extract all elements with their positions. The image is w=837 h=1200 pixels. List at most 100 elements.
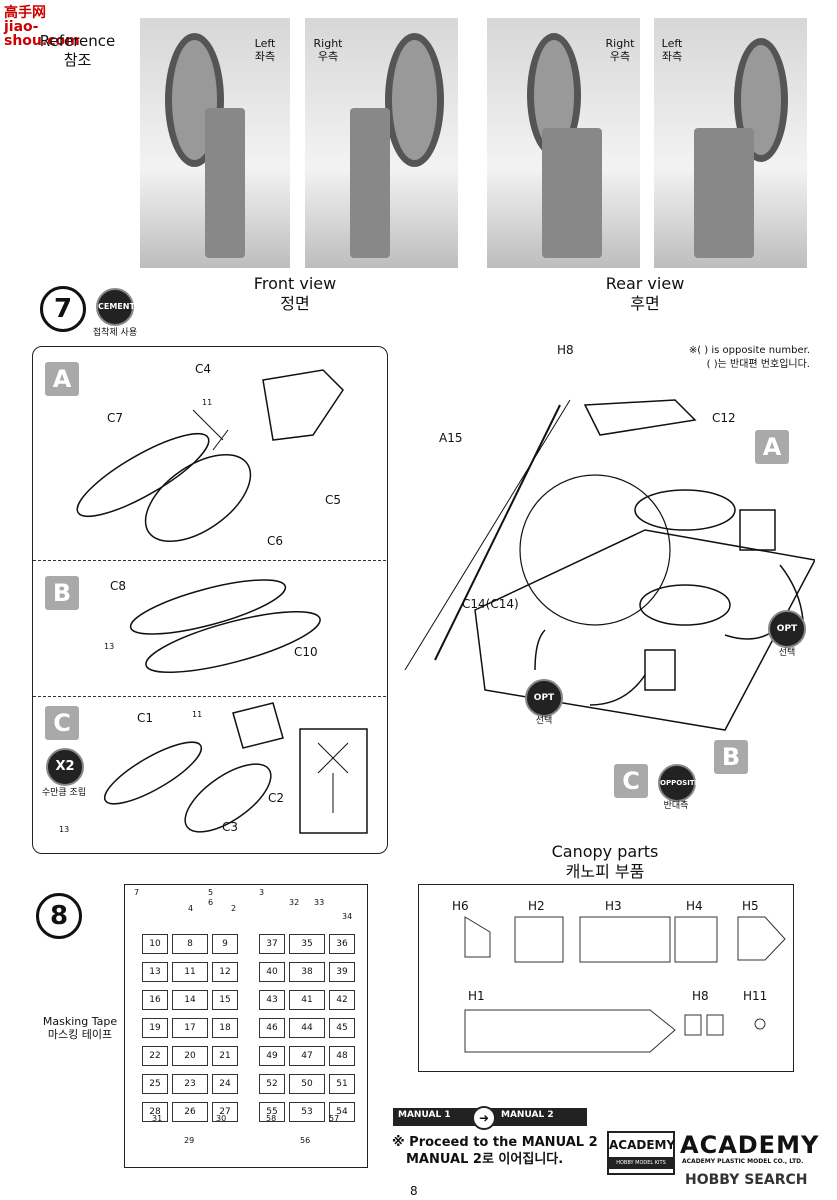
rear-ko: 후면 bbox=[630, 294, 660, 313]
tape-piece-top: 4 bbox=[188, 904, 194, 913]
proceed-en: ※ Proceed to the MANUAL 2 bbox=[392, 1135, 598, 1150]
tape-piece: 40 bbox=[259, 962, 285, 982]
tape-piece: 35 bbox=[289, 934, 325, 954]
proceed-note: ※ Proceed to the MANUAL 2 MANUAL 2로 이어집니… bbox=[392, 1134, 598, 1168]
tape-piece: 16 bbox=[142, 990, 168, 1010]
right-ko: 우측 bbox=[317, 50, 339, 63]
canopy-panel bbox=[418, 884, 794, 1072]
academy-badge: ACADEMY HOBBY MODEL KITS bbox=[607, 1131, 675, 1175]
front-ko: 정면 bbox=[280, 294, 310, 313]
tape-piece-bottom: 31 bbox=[152, 1114, 163, 1123]
marker-a: 11 bbox=[202, 398, 213, 407]
masking-tape-label: Masking Tape 마스킹 테이프 bbox=[40, 1015, 120, 1041]
tape-piece: 14 bbox=[172, 990, 208, 1010]
tape-piece: 25 bbox=[142, 1074, 168, 1094]
tape-piece-top: 7 bbox=[134, 888, 140, 897]
tape-piece: 18 bbox=[212, 1018, 238, 1038]
tape-piece-top: 34 bbox=[342, 912, 353, 921]
academy-logo: ACADEMY bbox=[680, 1131, 820, 1159]
tape-piece: 49 bbox=[259, 1046, 285, 1066]
subassembly-panel bbox=[32, 346, 388, 854]
hobby-search-watermark: HOBBY SEARCH bbox=[685, 1172, 808, 1188]
front-view-caption: Front view 정면 bbox=[230, 274, 360, 314]
label-left-rear: Left 좌측 bbox=[652, 37, 692, 63]
rear-en: Rear view bbox=[605, 274, 685, 293]
divider-1 bbox=[33, 560, 386, 561]
assembly-b-letter: B bbox=[714, 740, 748, 774]
manual-2-label: MANUAL 2 bbox=[501, 1110, 554, 1120]
main-assembly-drawing bbox=[404, 399, 815, 731]
canopy-h4: H4 bbox=[686, 899, 703, 913]
academy-company: ACADEMY PLASTIC MODEL CO., LTD. bbox=[682, 1158, 804, 1165]
label-right-rear: Right 우측 bbox=[600, 37, 640, 63]
right-rear-ko: 우측 bbox=[609, 50, 631, 63]
canopy-h11: H11 bbox=[743, 989, 768, 1003]
part-c5: C5 bbox=[325, 493, 342, 507]
tape-piece: 50 bbox=[289, 1074, 325, 1094]
tape-piece: 22 bbox=[142, 1046, 168, 1066]
tape-piece: 55 bbox=[259, 1102, 285, 1122]
left-rear-ko: 좌측 bbox=[661, 50, 683, 63]
tape-piece: 37 bbox=[259, 934, 285, 954]
canopy-ko: 캐노피 부품 bbox=[565, 862, 645, 881]
photo-front-left bbox=[140, 18, 290, 268]
tape-piece: 39 bbox=[329, 962, 355, 982]
part-c10: C10 bbox=[294, 645, 318, 659]
marker-c: 11 bbox=[192, 710, 203, 719]
tape-piece: 8 bbox=[172, 934, 208, 954]
tape-piece: 17 bbox=[172, 1018, 208, 1038]
proceed-ko: MANUAL 2로 이어집니다. bbox=[406, 1152, 564, 1167]
tape-piece-top: 32 bbox=[289, 898, 300, 907]
part-c6: C6 bbox=[267, 534, 284, 548]
tape-piece: 47 bbox=[289, 1046, 325, 1066]
tape-piece: 38 bbox=[289, 962, 325, 982]
opposite-badge: OPPOSITE bbox=[658, 764, 699, 802]
right-en: Right bbox=[313, 37, 343, 50]
tape-piece: 44 bbox=[289, 1018, 325, 1038]
right-rear-en: Right bbox=[605, 37, 635, 50]
part-c4: C4 bbox=[195, 362, 212, 376]
masking-ko: 마스킹 테이프 bbox=[47, 1028, 113, 1041]
note-ko: ( )는 반대편 번호입니다. bbox=[706, 359, 810, 370]
canopy-en: Canopy parts bbox=[551, 842, 659, 861]
academy-box-sub: HOBBY MODEL KITS bbox=[609, 1157, 673, 1169]
tape-piece: 24 bbox=[212, 1074, 238, 1094]
left-rear-en: Left bbox=[661, 37, 683, 50]
opt-badge-right: OPT bbox=[768, 610, 806, 648]
front-en: Front view bbox=[253, 274, 337, 293]
tape-piece: 23 bbox=[172, 1074, 208, 1094]
part-c3: C3 bbox=[222, 820, 239, 834]
reference-en: Reference bbox=[39, 32, 116, 50]
cement-caption: 접착제 사용 bbox=[92, 328, 138, 338]
part-c14: C14(C14) bbox=[462, 597, 519, 611]
tape-piece-top: 5 bbox=[208, 888, 214, 897]
rear-view-caption: Rear view 후면 bbox=[580, 274, 710, 314]
note-en: ※( ) is opposite number. bbox=[688, 345, 810, 356]
tape-piece: 54 bbox=[329, 1102, 355, 1122]
marker-c2: 13 bbox=[59, 825, 70, 834]
reference-ko: 참조 bbox=[63, 51, 92, 69]
masking-tape-sheet bbox=[124, 884, 368, 1168]
left-en: Left bbox=[254, 37, 276, 50]
part-c2: C2 bbox=[268, 791, 285, 805]
tape-piece: 11 bbox=[172, 962, 208, 982]
left-ko: 좌측 bbox=[254, 50, 276, 63]
box-a-letter: A bbox=[45, 362, 79, 396]
tape-piece-bottom: 56 bbox=[300, 1136, 311, 1145]
box-b-letter: B bbox=[45, 576, 79, 610]
part-c1: C1 bbox=[137, 711, 154, 725]
tape-piece-bottom: 57 bbox=[329, 1114, 340, 1123]
tape-piece: 27 bbox=[212, 1102, 238, 1122]
tape-piece: 10 bbox=[142, 934, 168, 954]
canopy-h6: H6 bbox=[452, 899, 469, 913]
tape-piece: 28 bbox=[142, 1102, 168, 1122]
tape-piece-top: 6 bbox=[208, 898, 214, 907]
tape-piece: 53 bbox=[289, 1102, 325, 1122]
assembly-c-letter: C bbox=[614, 764, 648, 798]
tape-piece: 19 bbox=[142, 1018, 168, 1038]
tape-piece: 46 bbox=[259, 1018, 285, 1038]
part-c12: C12 bbox=[712, 411, 736, 425]
box-a-drawing bbox=[76, 369, 344, 543]
tape-piece: 20 bbox=[172, 1046, 208, 1066]
